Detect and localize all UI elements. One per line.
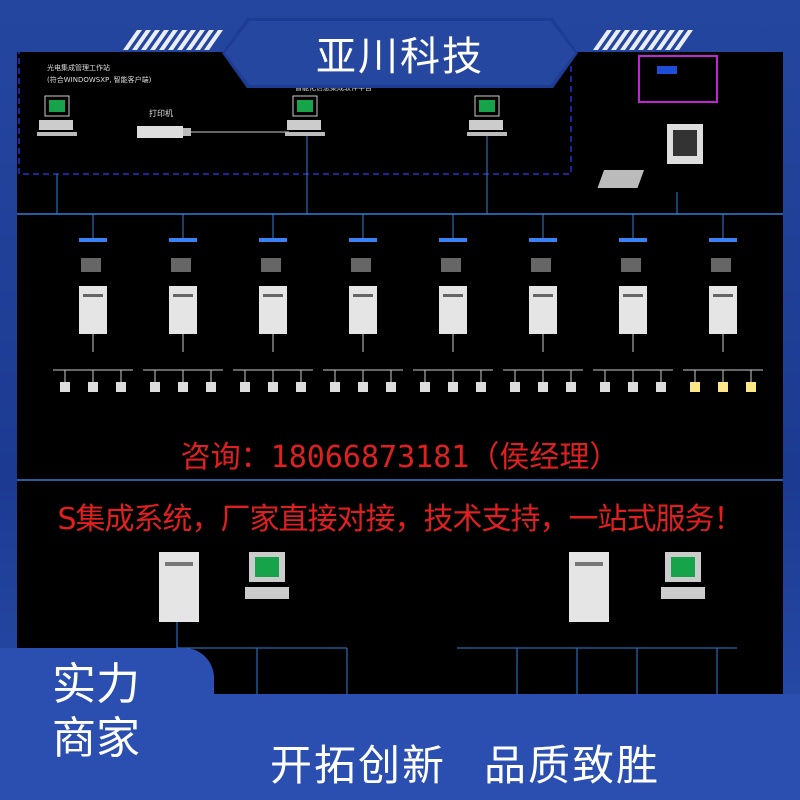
- branch-device: [510, 382, 520, 392]
- branch-server-bay: [173, 294, 193, 297]
- branch-device: [420, 382, 430, 392]
- branch-device: [656, 382, 666, 392]
- badge-line-2: 商家: [52, 713, 140, 764]
- branch-device: [628, 382, 638, 392]
- branch-device: [206, 382, 216, 392]
- badge: 实力 商家: [0, 648, 214, 800]
- decor-stripes-right: [592, 30, 694, 52]
- branch-server-bay: [623, 294, 643, 297]
- workstation-group-box: [18, 52, 572, 175]
- branch-device: [268, 382, 278, 392]
- branch-server: [529, 286, 557, 334]
- network-diagram-svg: 光电集成管理工作站 (符合WINDOWSXP, 智能客户端) 智能化信息集成软件…: [17, 52, 783, 694]
- contact-overlay: 咨询：18066873181（侯经理）: [180, 440, 620, 475]
- brand-title: 亚川科技: [316, 34, 484, 80]
- branch-label-mark: [619, 238, 647, 242]
- branch-server: [619, 286, 647, 334]
- branch-label-mark: [259, 238, 287, 242]
- branch-label-mark: [709, 238, 737, 242]
- branch-device: [150, 382, 160, 392]
- branch-device: [240, 382, 250, 392]
- workstation-far-right: [597, 124, 703, 188]
- branch-device: [690, 382, 700, 392]
- branch-device: [600, 382, 610, 392]
- branch-server-bay: [83, 294, 103, 297]
- branch-note-mark: [621, 258, 641, 272]
- branch-server-bay: [533, 294, 553, 297]
- branch-device: [718, 382, 728, 392]
- left-note-1: 光电集成管理工作站: [47, 63, 110, 72]
- network-diagram: 光电集成管理工作站 (符合WINDOWSXP, 智能客户端) 智能化信息集成软件…: [17, 52, 783, 694]
- branch-note-mark: [531, 258, 551, 272]
- branch-device: [448, 382, 458, 392]
- lower-server-left: [159, 552, 289, 622]
- branch-server: [259, 286, 287, 334]
- title-banner: 亚川科技: [222, 18, 578, 88]
- branch-label-mark: [529, 238, 557, 242]
- branch-server-bay: [263, 294, 283, 297]
- branch-label-mark: [79, 238, 107, 242]
- tagline-overlay: S集成系统，厂家直接对接，技术支持，一站式服务！: [57, 502, 743, 537]
- branch-server-bay: [713, 294, 733, 297]
- workstation-center: [285, 95, 325, 136]
- branch-label-mark: [439, 238, 467, 242]
- branch-server-bay: [443, 294, 463, 297]
- workstation-right: [467, 95, 507, 136]
- branch-server: [439, 286, 467, 334]
- branch-server: [79, 286, 107, 334]
- branch-device: [746, 382, 756, 392]
- branch-device: [60, 382, 70, 392]
- branch-device: [566, 382, 576, 392]
- branch-note-mark: [171, 258, 191, 272]
- branch-note-mark: [351, 258, 371, 272]
- left-note-2: (符合WINDOWSXP, 智能客户端): [47, 75, 152, 84]
- branch-device: [358, 382, 368, 392]
- branch-label-mark: [349, 238, 377, 242]
- badge-line-1: 实力: [52, 659, 140, 710]
- printer-label: 打印机: [149, 108, 173, 118]
- slogan: 开拓创新品质致胜: [270, 732, 698, 793]
- branch-device: [476, 382, 486, 392]
- branch-device: [178, 382, 188, 392]
- branch-server-bay: [353, 294, 373, 297]
- workstation-left: [37, 95, 77, 136]
- branch-device: [538, 382, 548, 392]
- display-box: [638, 55, 718, 103]
- branch-device: [296, 382, 306, 392]
- branch-server: [349, 286, 377, 334]
- lower-server-right: [569, 552, 705, 622]
- printer-icon: [137, 126, 191, 138]
- branch-note-mark: [441, 258, 461, 272]
- badge-text: 实力 商家: [52, 658, 140, 766]
- branch-device: [88, 382, 98, 392]
- branch-note-mark: [261, 258, 281, 272]
- slogan-part-1: 开拓创新: [270, 741, 447, 790]
- decor-stripes-left: [122, 30, 224, 52]
- bottom-bar: [214, 694, 800, 800]
- slogan-part-2: 品质致胜: [484, 741, 661, 790]
- branch-server: [169, 286, 197, 334]
- branch-device: [330, 382, 340, 392]
- branch-device: [116, 382, 126, 392]
- branch-server: [709, 286, 737, 334]
- branch-group: [53, 214, 763, 392]
- branch-note-mark: [81, 258, 101, 272]
- branch-device: [386, 382, 396, 392]
- branch-note-mark: [711, 258, 731, 272]
- branch-label-mark: [169, 238, 197, 242]
